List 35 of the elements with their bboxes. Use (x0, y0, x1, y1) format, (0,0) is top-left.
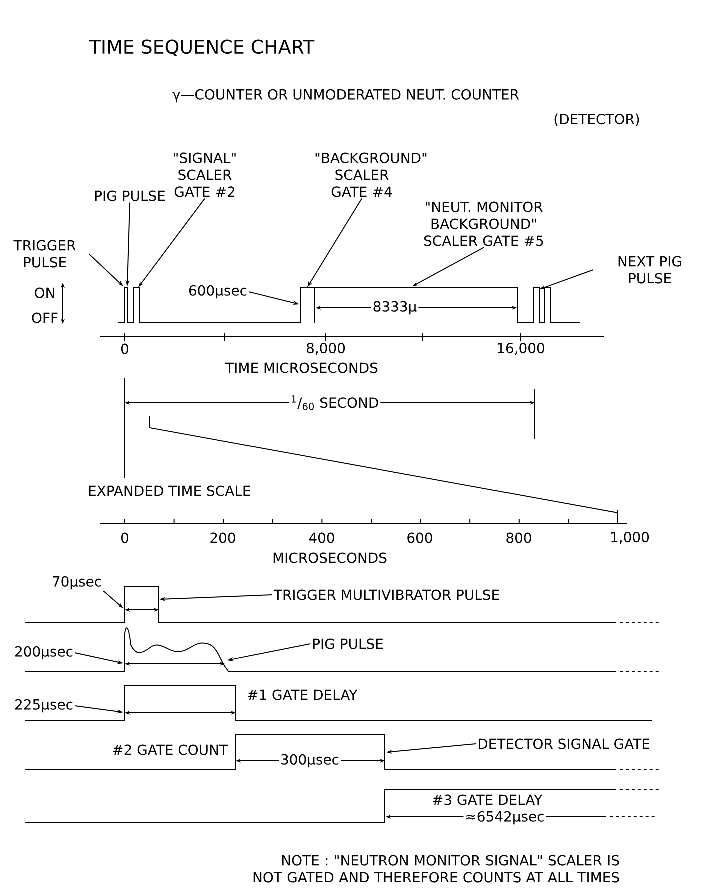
tick-label: 16,000 (498, 343, 544, 355)
tick-label: 600 (408, 532, 432, 544)
tick-label: 200 (210, 532, 236, 544)
subtitle: γ—COUNTER OR UNMODERATED NEUT. COUNTER (172, 89, 520, 103)
subtitle: (DETECTOR) (554, 114, 640, 126)
dimension-label: 8333μ (371, 300, 419, 316)
dimension-label: ≈6542μsec (464, 810, 546, 826)
callout-text: "SIGNAL" SCALER GATE #2 (174, 152, 236, 198)
signal-label: #3 GATE DELAY (433, 794, 543, 806)
scale-title: EXPANDED TIME SCALE (89, 486, 250, 496)
tick-label: 0 (121, 344, 129, 354)
callout-text: PIG PULSE (95, 190, 165, 202)
callout-text: NEXT PIG PULSE (618, 256, 682, 284)
callout-text: DETECTOR SIGNAL GATE (478, 738, 650, 750)
tick-label: 400 (309, 532, 334, 544)
callout-text: "BACKGROUND" SCALER GATE #4 (316, 152, 427, 198)
callout-text: "NEUT. MONITOR BACKGROUND" SCALER GATE #5 (424, 202, 544, 246)
dimension-label: 300μsec (279, 752, 341, 770)
chart-title: TIME SEQUENCE CHART (89, 40, 315, 56)
state-label: OFF (32, 312, 58, 324)
tick-label: 0 (121, 532, 129, 544)
state-label: ON (35, 288, 54, 298)
callout-text: TRIGGER PULSE (14, 240, 76, 268)
waveform-trace (24, 734, 616, 770)
callout-text: 600μsec (189, 285, 247, 299)
axis-title: MICROSECONDS (274, 552, 387, 564)
signal-label: #1 GATE DELAY (248, 690, 358, 700)
signal-label: #2 GATE COUNT (113, 744, 228, 756)
axis-title: TIME MICROSECONDS (226, 362, 378, 374)
callout-text: 200μsec (16, 646, 73, 660)
callout-text: 225μsec (16, 699, 73, 713)
callout-text: 70μsec (53, 576, 102, 590)
dimension-label: $^{1}$/$_{60}$ SECOND (289, 394, 381, 412)
waveform-trace (24, 790, 616, 824)
tick-label: 800 (506, 532, 532, 544)
